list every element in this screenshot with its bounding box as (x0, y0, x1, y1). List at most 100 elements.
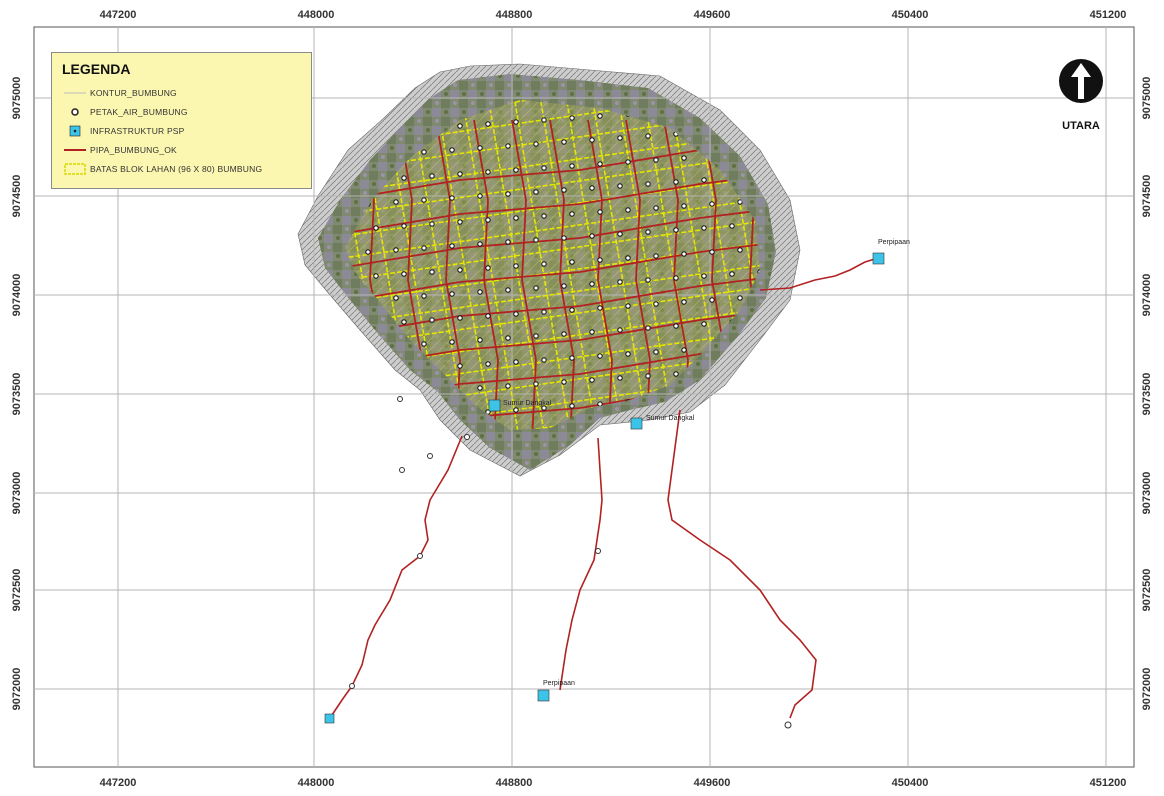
water-point (533, 285, 539, 291)
water-point (681, 251, 687, 257)
water-point (533, 381, 539, 387)
water-point (401, 175, 407, 181)
water-point (569, 355, 575, 361)
pipe-segment (435, 119, 461, 430)
water-point (617, 231, 623, 237)
x-tick-label: 447200 (100, 777, 137, 789)
water-point (393, 247, 399, 253)
water-point (709, 297, 715, 303)
water-point (597, 353, 603, 359)
water-point (449, 291, 455, 297)
infrastructure-south (537, 689, 550, 702)
legend-item-water-point: PETAK_AIR_BUMBUNG (60, 102, 303, 121)
water-point (457, 363, 463, 369)
water-point (617, 279, 623, 285)
pipe-segment (345, 241, 760, 303)
y-tick-label: 9074000 (11, 274, 23, 317)
x-tick-labels-top: 4472004480004488004496004504004512004520… (100, 9, 1127, 21)
y-tick-label: 9074000 (1141, 274, 1153, 317)
label-perpipaan-east: Perpipaan (878, 239, 910, 246)
y-tick-labels-left: 9075000907450090740009073500907300090725… (11, 77, 23, 711)
water-point (681, 347, 687, 353)
water-point (393, 199, 399, 205)
water-point (513, 167, 519, 173)
water-point (541, 213, 547, 219)
water-point (477, 145, 483, 151)
water-point (569, 211, 575, 217)
water-point (617, 327, 623, 333)
water-point (505, 143, 511, 149)
water-point (645, 181, 651, 187)
water-point (541, 261, 547, 267)
pipe-segment (345, 173, 760, 235)
water-point (681, 299, 687, 305)
water-point (561, 331, 567, 337)
y-tick-label: 9074500 (1141, 175, 1153, 218)
water-point (589, 377, 595, 383)
y-tick-label: 9073000 (1141, 472, 1153, 515)
north-label: UTARA (1062, 120, 1100, 132)
y-tick-label: 9073000 (11, 472, 23, 515)
water-point (569, 259, 575, 265)
water-point (625, 207, 631, 213)
x-tick-label: 449600 (694, 777, 731, 789)
pipe-segment (625, 119, 651, 430)
water-point (457, 219, 463, 225)
water-point (421, 245, 427, 251)
y-tick-label: 9073500 (11, 373, 23, 416)
water-point (597, 257, 603, 263)
water-point (421, 197, 427, 203)
water-point (561, 283, 567, 289)
water-point (625, 303, 631, 309)
y-tick-label: 9072500 (1141, 569, 1153, 612)
legend-item-pipe: PIPA_BUMBUNG_OK (60, 140, 303, 159)
infrastructure-southwest (324, 713, 335, 724)
water-point (673, 371, 679, 377)
pipe-segment (345, 207, 760, 269)
label-perpipaan-south: Perpipaan (543, 680, 575, 687)
water-point (485, 169, 491, 175)
water-point (653, 349, 659, 355)
water-point (569, 307, 575, 313)
water-point (533, 141, 539, 147)
water-point (681, 203, 687, 209)
water-point (541, 165, 547, 171)
block-boundary-line (345, 193, 760, 265)
water-point (373, 225, 379, 231)
water-point (401, 319, 407, 325)
water-point (561, 187, 567, 193)
y-tick-label: 9075000 (11, 77, 23, 120)
water-point (513, 311, 519, 317)
pipe-segment (511, 119, 537, 430)
y-tick-label: 9075000 (1141, 77, 1153, 120)
legend-label: PETAK_AIR_BUMBUNG (90, 106, 188, 117)
water-point (653, 301, 659, 307)
water-point (541, 117, 547, 123)
water-point (533, 237, 539, 243)
outside-points (349, 396, 792, 729)
north-arrow: UTARA (1059, 59, 1103, 132)
pipe-line-icon (60, 147, 90, 153)
pipe-network-external (329, 257, 879, 719)
water-point (653, 253, 659, 259)
legend-label: KONTUR_BUMBUNG (90, 87, 177, 98)
water-point (645, 373, 651, 379)
water-point (513, 215, 519, 221)
water-point (513, 119, 519, 125)
water-point (485, 313, 491, 319)
contour-line-icon (60, 90, 90, 96)
water-point (429, 173, 435, 179)
water-point (589, 329, 595, 335)
label-sumur-dangkal-1: Sumur Dangkal (503, 400, 552, 407)
pipe-south (559, 437, 603, 691)
water-point (449, 195, 455, 201)
legend-label: BATAS BLOK LAHAN (96 X 80) BUMBUNG (90, 163, 263, 174)
water-point (569, 403, 575, 409)
water-point (505, 335, 511, 341)
water-point (645, 277, 651, 283)
water-point (421, 293, 427, 299)
water-point-icon (60, 107, 90, 117)
water-point (505, 239, 511, 245)
y-tick-labels-right: 9075000907450090740009073500907300090725… (1141, 77, 1153, 711)
infrastructure-points (324, 252, 885, 724)
